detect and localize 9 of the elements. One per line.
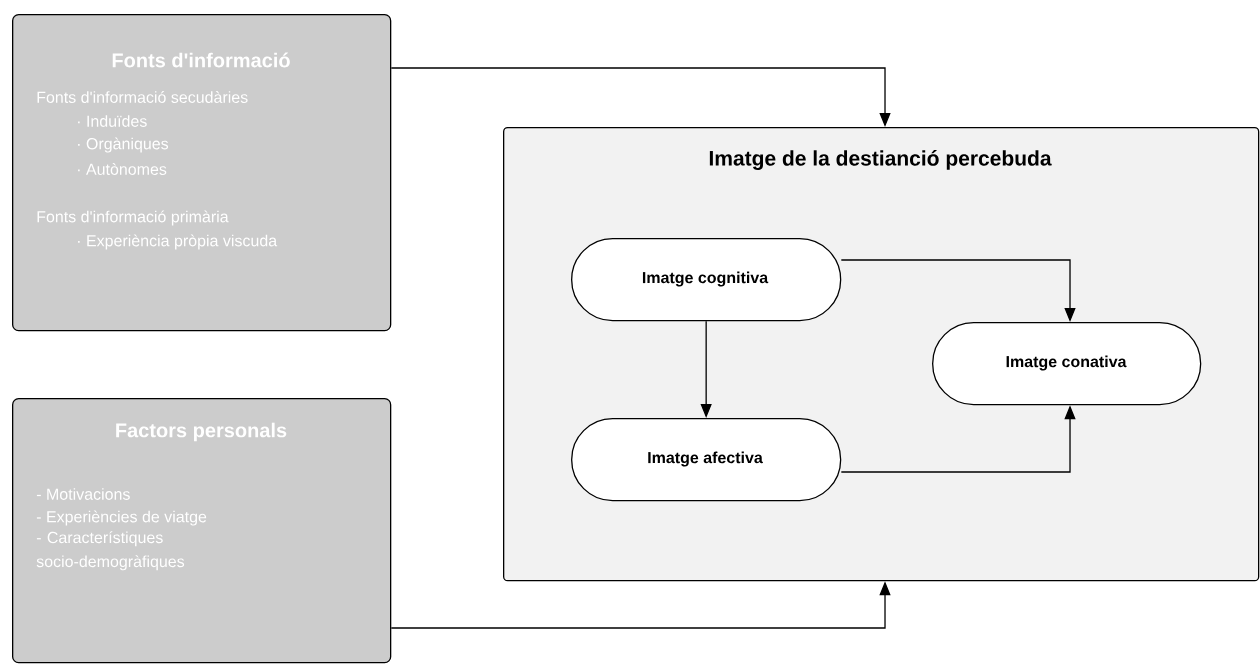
box-label: Imatge cognitiva [642,271,769,287]
box-label: Imatge conativa [1006,355,1127,371]
rounded-box [571,238,842,322]
box-label: Imatge afectiva [648,451,763,467]
info-panel [12,14,392,332]
rounded-box [571,418,842,502]
info-panel [12,398,392,664]
frame-heading: Imatge de la destianció percebuda [709,150,1052,170]
rounded-box [932,322,1202,406]
